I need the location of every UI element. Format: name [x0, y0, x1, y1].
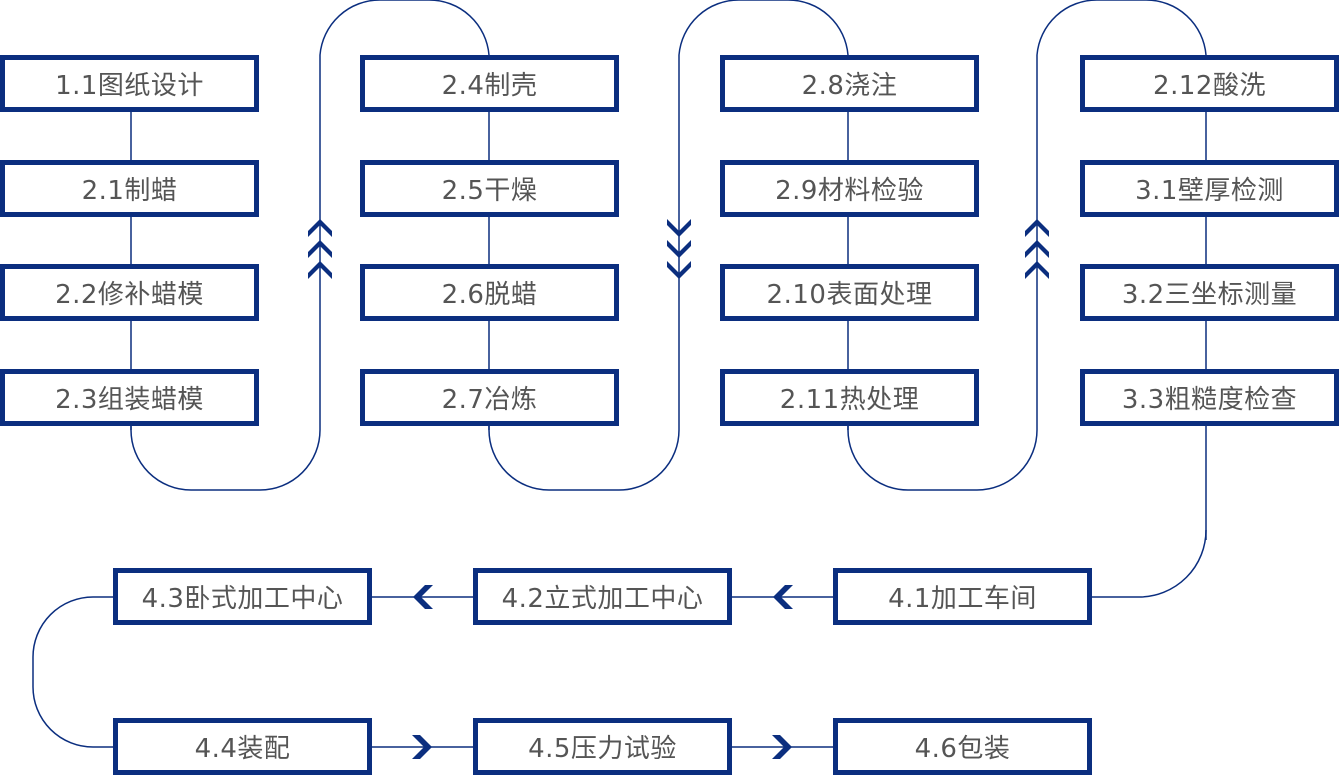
triple-chevron-up-icon	[1025, 219, 1049, 279]
step-label: 4.1加工车间	[888, 584, 1037, 614]
top-arch-3	[1036, 0, 1207, 56]
step-label: 3.1壁厚检测	[1135, 176, 1284, 206]
step-2-8: 2.8浇注	[720, 55, 979, 112]
step-3-2: 3.2三坐标测量	[1080, 264, 1339, 321]
step-label: 4.5压力试验	[528, 734, 677, 764]
chevron-left-icon	[773, 585, 793, 609]
step-4-4: 4.4装配	[113, 718, 372, 775]
step-label: 2.8浇注	[801, 71, 898, 101]
step-4-3: 4.3卧式加工中心	[113, 568, 372, 625]
step-label: 4.4装配	[194, 734, 291, 764]
bottom-loop-1	[130, 55, 321, 491]
step-3-3: 3.3粗糙度检查	[1080, 369, 1339, 426]
step-label: 2.12酸洗	[1153, 71, 1266, 101]
turn-to-row-4	[1092, 529, 1207, 598]
step-label: 2.11热处理	[779, 385, 920, 415]
step-3-1: 3.1壁厚检测	[1080, 160, 1339, 217]
step-label: 2.10表面处理	[766, 280, 933, 310]
step-2-5: 2.5干燥	[360, 160, 619, 217]
step-label: 1.1图纸设计	[55, 71, 204, 101]
step-2-4: 2.4制壳	[360, 55, 619, 112]
step-label: 4.6包装	[914, 734, 1011, 764]
step-2-10: 2.10表面处理	[720, 264, 979, 321]
step-4-1: 4.1加工车间	[833, 568, 1092, 625]
bottom-loop-2	[488, 55, 680, 491]
step-label: 2.1制蜡	[81, 176, 178, 206]
step-2-12: 2.12酸洗	[1080, 55, 1339, 112]
triple-chevron-down-icon	[667, 219, 691, 279]
left-loop	[32, 596, 113, 748]
step-4-6: 4.6包装	[833, 718, 1092, 775]
step-label: 4.3卧式加工中心	[141, 584, 344, 614]
top-arch-2	[678, 0, 849, 56]
step-label: 3.2三坐标测量	[1121, 280, 1298, 310]
step-4-2: 4.2立式加工中心	[473, 568, 732, 625]
step-label: 2.5干燥	[441, 176, 538, 206]
bottom-loop-3	[847, 55, 1038, 491]
step-1-1: 1.1图纸设计	[0, 55, 259, 112]
step-label: 2.9材料检验	[775, 176, 924, 206]
step-2-7: 2.7冶炼	[360, 369, 619, 426]
step-2-11: 2.11热处理	[720, 369, 979, 426]
chevron-left-icon	[413, 585, 433, 609]
step-2-2: 2.2修补蜡模	[0, 264, 259, 321]
step-2-1: 2.1制蜡	[0, 160, 259, 217]
triple-chevron-up-icon	[308, 219, 332, 279]
chevron-right-icon	[412, 735, 432, 759]
step-label: 2.2修补蜡模	[55, 280, 204, 310]
top-arch-1	[319, 0, 490, 56]
step-2-9: 2.9材料检验	[720, 160, 979, 217]
step-4-5: 4.5压力试验	[473, 718, 732, 775]
step-label: 2.6脱蜡	[441, 280, 538, 310]
step-2-6: 2.6脱蜡	[360, 264, 619, 321]
step-2-3: 2.3组装蜡模	[0, 369, 259, 426]
step-label: 2.7冶炼	[441, 385, 538, 415]
step-label: 3.3粗糙度检查	[1121, 385, 1298, 415]
step-label: 2.4制壳	[441, 71, 538, 101]
chevron-right-icon	[772, 735, 792, 759]
step-label: 2.3组装蜡模	[55, 385, 204, 415]
step-label: 4.2立式加工中心	[501, 584, 704, 614]
